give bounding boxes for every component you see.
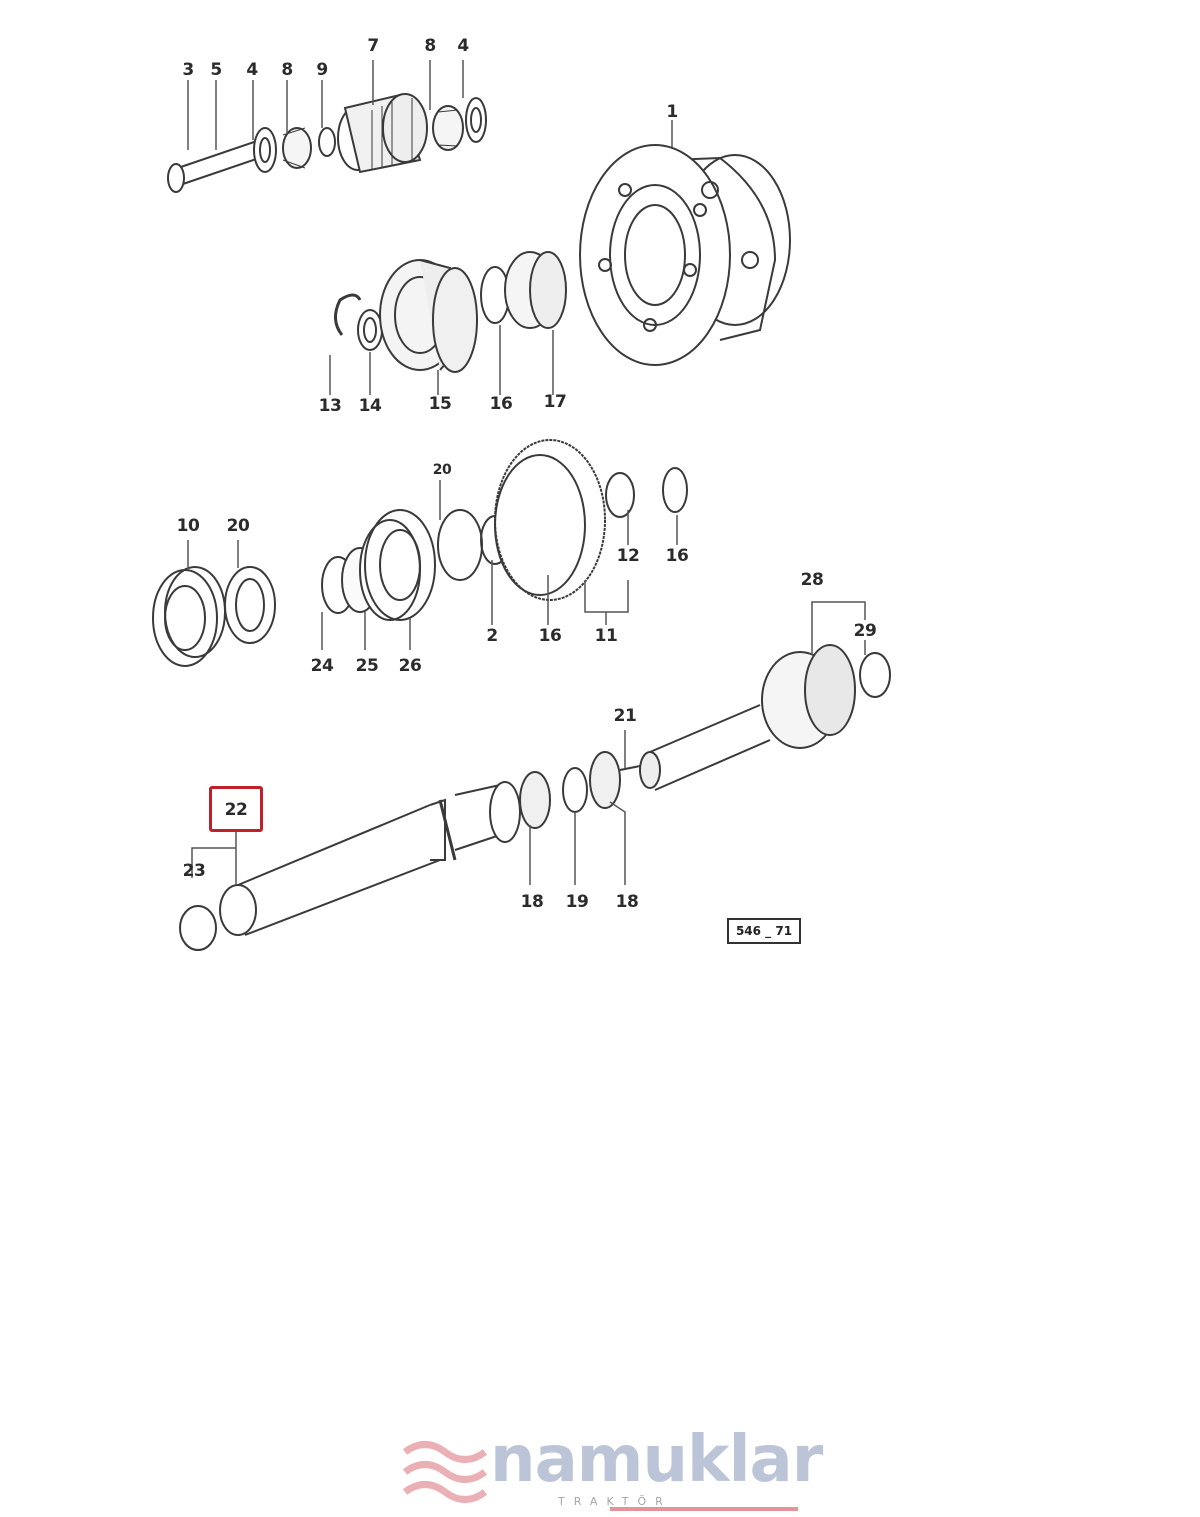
part-label-10[interactable]: 10 (176, 516, 200, 536)
part-label-12[interactable]: 12 (616, 546, 640, 566)
part-label-3[interactable]: 3 (182, 60, 194, 80)
part-label-16[interactable]: 16 (489, 394, 513, 414)
part-label-28[interactable]: 28 (800, 570, 824, 590)
drawing-reference-code: 546 _ 71 (727, 918, 801, 944)
part-label-14[interactable]: 14 (358, 396, 382, 416)
part-label-15[interactable]: 15 (428, 394, 452, 414)
part-label-29[interactable]: 29 (853, 621, 877, 641)
watermark-brand: namuklar (490, 1423, 823, 1497)
part-label-8[interactable]: 8 (424, 36, 436, 56)
part-label-4[interactable]: 4 (457, 36, 469, 56)
part-label-18[interactable]: 18 (615, 892, 639, 912)
exploded-parts-diagram: namuklar TRAKTÖR 3 5 4 8 9 7 8 4 1 13 14… (152, 36, 891, 1511)
part-label-22-highlighted[interactable]: 22 (224, 800, 248, 820)
part-label-5[interactable]: 5 (210, 60, 222, 80)
part-label-21[interactable]: 21 (613, 706, 637, 726)
part-label-23[interactable]: 23 (182, 861, 206, 881)
part-label-2[interactable]: 2 (486, 626, 498, 646)
part-label-4[interactable]: 4 (246, 60, 258, 80)
wave-logo-icon (402, 1441, 488, 1503)
main-shaft (179, 644, 891, 951)
part-label-16[interactable]: 16 (538, 626, 562, 646)
parts-drawing (152, 60, 891, 951)
part-label-1[interactable]: 1 (666, 102, 678, 122)
part-label-19[interactable]: 19 (565, 892, 589, 912)
part-label-9[interactable]: 9 (316, 60, 328, 80)
part-label-20[interactable]: 20 (432, 462, 452, 478)
watermark-underline (610, 1507, 798, 1511)
top-shaft-assembly (167, 93, 487, 193)
housing-part-1 (579, 120, 791, 366)
part-label-26[interactable]: 26 (398, 656, 422, 676)
part-label-11[interactable]: 11 (594, 626, 618, 646)
bearing-group-c (152, 540, 276, 667)
part-label-20[interactable]: 20 (226, 516, 250, 536)
highlight-box-22 (209, 786, 263, 832)
part-label-7[interactable]: 7 (367, 36, 379, 56)
gear-group-b (334, 251, 567, 373)
part-label-13[interactable]: 13 (318, 396, 342, 416)
part-label-18[interactable]: 18 (520, 892, 544, 912)
gear-group-d (321, 439, 688, 621)
part-label-25[interactable]: 25 (355, 656, 379, 676)
part-label-17[interactable]: 17 (543, 392, 567, 412)
part-label-24[interactable]: 24 (310, 656, 334, 676)
part-label-16[interactable]: 16 (665, 546, 689, 566)
part-label-8[interactable]: 8 (281, 60, 293, 80)
